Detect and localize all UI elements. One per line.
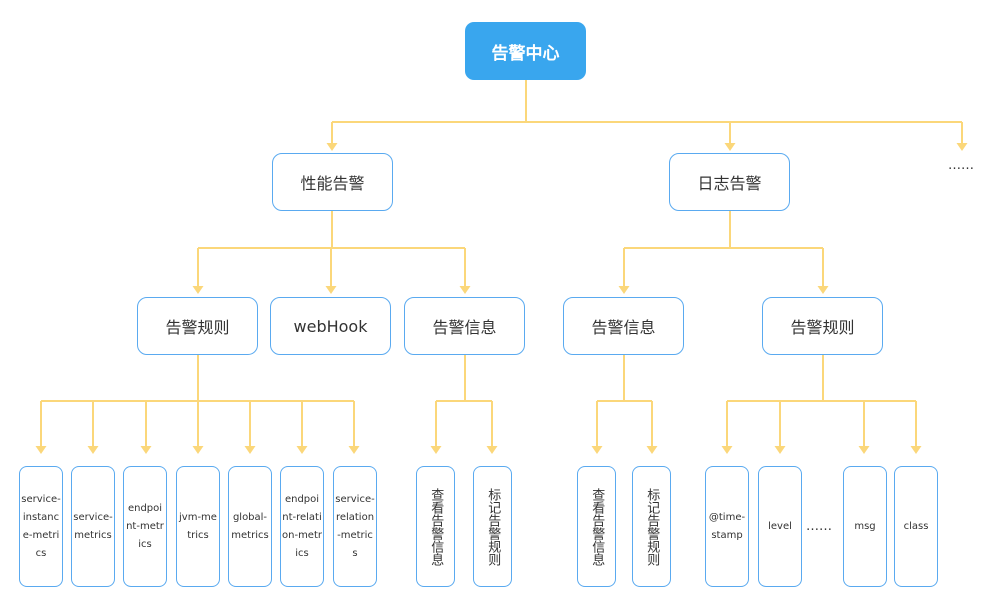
leaf-level: level <box>758 466 802 587</box>
root-node: 告警中心 <box>465 22 586 80</box>
leaf-global-metrics: global-metrics <box>228 466 272 587</box>
connector-arrowhead <box>192 446 204 454</box>
leaf-perf-view-alerts: 查看告警信息 <box>416 466 455 587</box>
webhook-node: webHook <box>270 297 391 355</box>
perf-info-node: 告警信息 <box>404 297 525 355</box>
leaf-endpoint-metrics: endpoint-metrics <box>123 466 167 587</box>
connector-arrowhead <box>430 446 442 454</box>
leaf-endpoint-relation-metrics: endpoint-relation-metrics <box>280 466 324 587</box>
log-info-node: 告警信息 <box>563 297 684 355</box>
connector-arrowhead <box>325 286 337 294</box>
perf-rules-node: 告警规则 <box>137 297 258 355</box>
perf-alert-label: 性能告警 <box>300 174 365 193</box>
leaf-log-view-alerts: 查看告警信息 <box>577 466 616 587</box>
leaf-perf-mark-rules: 标记告警规则 <box>473 466 512 587</box>
perf-info-label: 告警信息 <box>432 318 497 337</box>
perf-rules-label: 告警规则 <box>165 318 230 337</box>
leaf-ellipsis: …… <box>806 519 832 534</box>
connector-arrowhead <box>591 446 603 454</box>
perf-alert-node: 性能告警 <box>272 153 393 211</box>
connector-arrowhead <box>244 446 256 454</box>
connector-arrowhead <box>192 286 204 294</box>
connector-arrowhead <box>774 446 786 454</box>
leaf-time-stamp: @time-stamp <box>705 466 749 587</box>
connector-arrowhead <box>486 446 498 454</box>
connector-arrowhead <box>646 446 658 454</box>
more-ellipsis: …… <box>948 158 974 173</box>
leaf-class: class <box>894 466 938 587</box>
log-rules-label: 告警规则 <box>790 318 855 337</box>
connector-arrowhead <box>910 446 922 454</box>
connector-arrowhead <box>618 286 630 294</box>
leaf-service-instance-metrics: service-instance-metrics <box>19 466 63 587</box>
connector-arrowhead <box>348 446 360 454</box>
leaf-msg: msg <box>843 466 887 587</box>
connector-arrowhead <box>956 143 968 151</box>
leaf-service-relation-metrics: service-relation-metrics <box>333 466 377 587</box>
connector-arrowhead <box>459 286 471 294</box>
log-alert-node: 日志告警 <box>669 153 790 211</box>
connector-arrowhead <box>858 446 870 454</box>
log-info-label: 告警信息 <box>591 318 656 337</box>
connector-arrowhead <box>140 446 152 454</box>
connector-arrowhead <box>35 446 47 454</box>
leaf-jvm-metrics: jvm-metrics <box>176 466 220 587</box>
leaf-service-metrics: service-metrics <box>71 466 115 587</box>
log-rules-node: 告警规则 <box>762 297 883 355</box>
webhook-label: webHook <box>293 316 368 336</box>
connector-arrowhead <box>724 143 736 151</box>
connector-arrowhead <box>296 446 308 454</box>
root-node-label: 告警中心 <box>491 43 560 64</box>
connector-arrowhead <box>87 446 99 454</box>
connector-arrowhead <box>817 286 829 294</box>
log-alert-label: 日志告警 <box>697 174 762 193</box>
connector-arrowhead <box>721 446 733 454</box>
leaf-log-mark-rules: 标记告警规则 <box>632 466 671 587</box>
connector-arrowhead <box>326 143 338 151</box>
